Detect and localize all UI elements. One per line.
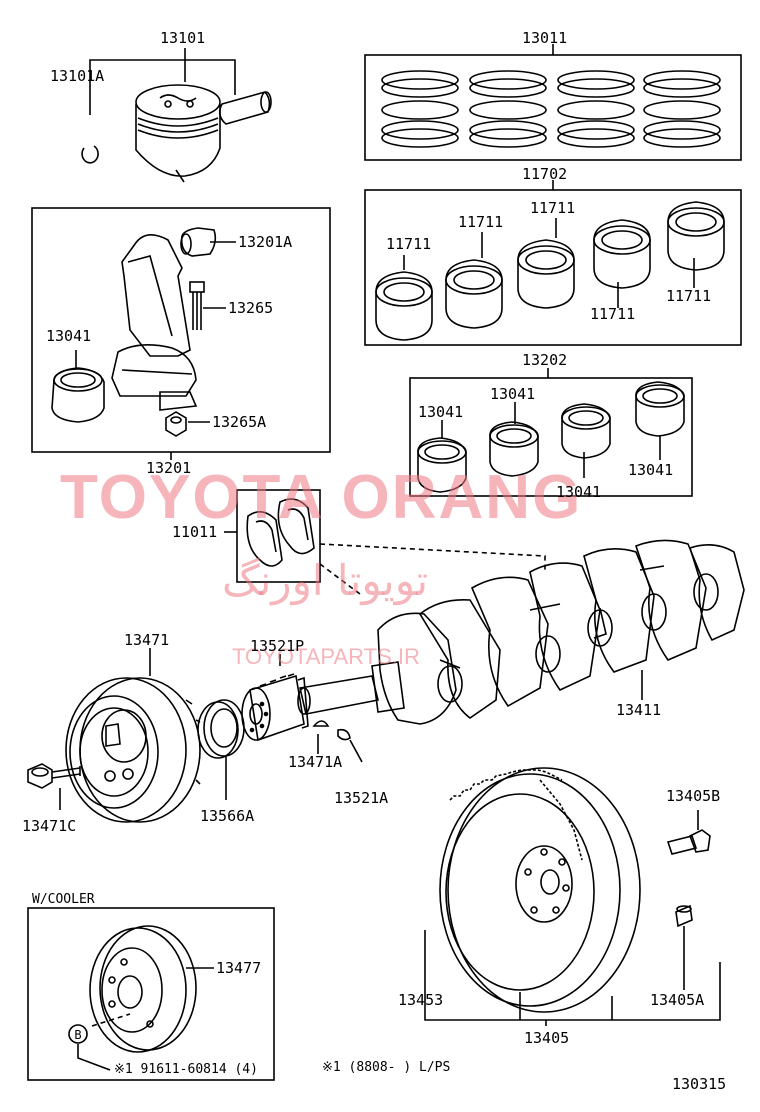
label-11711-a[interactable]: 11711 — [386, 235, 432, 253]
label-13041-e[interactable]: 13041 — [628, 461, 674, 479]
lps-note: ※1 (8808- ) L/PS — [322, 1060, 451, 1075]
bolt-note: ※1 91611-60814 (4) — [114, 1062, 258, 1077]
crankshaft-timing-gear[interactable] — [241, 654, 309, 742]
label-13101[interactable]: 13101 — [160, 29, 206, 47]
label-13101A[interactable]: 13101A — [50, 67, 105, 85]
cooler-pulley-box[interactable] — [27, 907, 275, 1081]
crankshaft[interactable] — [297, 539, 745, 725]
label-13471[interactable]: 13471 — [124, 631, 170, 649]
label-13405A[interactable]: 13405A — [650, 991, 705, 1009]
flywheel[interactable] — [424, 767, 721, 1026]
oil-seal[interactable] — [197, 699, 245, 800]
label-13041-d[interactable]: 13041 — [556, 483, 602, 501]
flywheel-dowel[interactable] — [675, 904, 693, 990]
crankshaft-bearings-box[interactable] — [364, 180, 742, 346]
label-13471A[interactable]: 13471A — [288, 753, 343, 771]
label-13265[interactable]: 13265 — [228, 299, 274, 317]
label-13201A[interactable]: 13201A — [238, 233, 293, 251]
piston-rings-box[interactable] — [364, 44, 742, 161]
pulley-bolt[interactable] — [27, 763, 81, 810]
label-13041-c[interactable]: 13041 — [490, 385, 536, 403]
label-13202[interactable]: 13202 — [522, 351, 568, 369]
flywheel-bolt[interactable] — [666, 810, 711, 855]
woodruff-key[interactable] — [312, 720, 363, 763]
label-13471C[interactable]: 13471C — [22, 817, 77, 835]
label-13041-b[interactable]: 13041 — [418, 403, 464, 421]
label-13201[interactable]: 13201 — [146, 459, 192, 477]
label-13521P[interactable]: 13521P — [250, 637, 305, 655]
label-13041-a[interactable]: 13041 — [46, 327, 92, 345]
label-13405[interactable]: 13405 — [524, 1029, 570, 1047]
connecting-rod-box[interactable] — [31, 207, 331, 460]
label-13453[interactable]: 13453 — [398, 991, 444, 1009]
label-13405B[interactable]: 13405B — [666, 787, 721, 805]
watermark-main: TOYOTA ORANG — [60, 463, 583, 532]
circle-b-label: B — [74, 1028, 82, 1042]
label-11702[interactable]: 11702 — [522, 165, 568, 183]
label-11711-d[interactable]: 11711 — [590, 305, 636, 323]
rod-bearings-box[interactable] — [409, 368, 693, 497]
watermark-arabic: تويوتا اورنگ — [222, 556, 429, 605]
label-13566A[interactable]: 13566A — [200, 807, 255, 825]
label-w-cooler: W/COOLER — [32, 892, 95, 907]
label-13411[interactable]: 13411 — [616, 701, 662, 719]
label-11711-c[interactable]: 11711 — [530, 199, 576, 217]
label-13521A[interactable]: 13521A — [334, 789, 389, 807]
watermark-url: TOYOTAPARTS.IR — [232, 644, 420, 669]
crankshaft-pulley[interactable] — [65, 648, 201, 823]
label-13477[interactable]: 13477 — [216, 959, 262, 977]
label-11711-e[interactable]: 11711 — [666, 287, 712, 305]
label-13011[interactable]: 13011 — [522, 29, 568, 47]
label-11711-b[interactable]: 11711 — [458, 213, 504, 231]
label-11011[interactable]: 11011 — [172, 523, 218, 541]
label-13265A[interactable]: 13265A — [212, 413, 267, 431]
diagram-id: 130315 — [672, 1075, 727, 1093]
piston-group[interactable] — [81, 48, 272, 183]
